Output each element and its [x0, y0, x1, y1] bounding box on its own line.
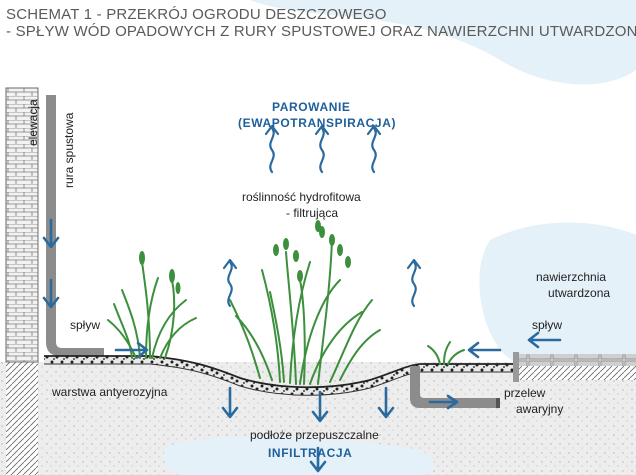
label-paved-line2: utwardzona	[548, 286, 611, 300]
evap-arrow-4	[222, 258, 238, 308]
gravel-edge	[44, 363, 520, 396]
label-runoff-right: spływ	[532, 318, 563, 332]
runoff-arrow-right-2	[527, 331, 562, 349]
label-permeable-substrate: podłoże przepuszczalne	[250, 428, 379, 442]
anti-erosion-layer	[44, 356, 520, 396]
evap-arrow-1	[264, 124, 280, 174]
label-anti-erosion-layer: warstwa antyerozyjna	[52, 385, 168, 399]
infiltration-blob	[163, 435, 435, 475]
label-runoff-left: spływ	[70, 318, 101, 332]
overflow-arrow	[428, 394, 459, 410]
infiltration-arrow-1	[221, 386, 239, 419]
label-downpipe: rura spustowa	[62, 112, 76, 188]
infiltration-arrow-4	[309, 446, 327, 473]
evap-arrow-5	[406, 258, 422, 308]
plant-seed-heads	[139, 220, 351, 294]
label-vegetation-line1: roślinność hydrofitowa	[242, 190, 361, 204]
flow-arrows	[42, 218, 562, 473]
elevation-wall	[5, 87, 39, 363]
label-infiltration: INFILTRACJA	[268, 446, 353, 460]
paved-subbase	[515, 366, 636, 380]
runoff-arrow-right-1	[467, 341, 502, 359]
pipe-arrow-2	[42, 278, 60, 309]
sky-shape-right	[479, 222, 636, 387]
curb	[513, 352, 519, 382]
label-evapotranspiration: (EWAPOTRANSPIRACJA)	[238, 116, 397, 130]
infiltration-arrow-2	[311, 390, 329, 423]
paved-surface	[515, 354, 636, 366]
evaporation-arrows	[222, 124, 422, 308]
label-paved-line1: nawierzchnia	[536, 270, 607, 284]
infiltration-arrow-3	[377, 386, 395, 419]
evap-arrow-2	[314, 124, 330, 174]
label-evaporation: PAROWANIE	[272, 100, 351, 114]
label-vegetation-line2: - filtrująca	[286, 206, 339, 220]
label-elevation: elewacja	[26, 99, 40, 146]
evap-arrow-3	[366, 124, 382, 174]
diagram-title-line2: - SPŁYW WÓD OPADOWYCH Z RURY SPUSTOWEJ O…	[6, 23, 636, 40]
pipe-arrow-1	[42, 218, 60, 249]
runoff-arrow-left	[114, 341, 149, 359]
label-overflow-line1: przelew	[504, 386, 546, 400]
foundation-hatch	[6, 362, 38, 475]
sky-shape-top	[250, 0, 636, 85]
downpipe	[46, 95, 104, 356]
ground-line	[44, 355, 520, 389]
label-overflow-line2: awaryjny	[516, 402, 564, 416]
diagram-title-line1: SCHEMAT 1 - PRZEKRÓJ OGRODU DESZCZOWEGO	[6, 6, 387, 23]
